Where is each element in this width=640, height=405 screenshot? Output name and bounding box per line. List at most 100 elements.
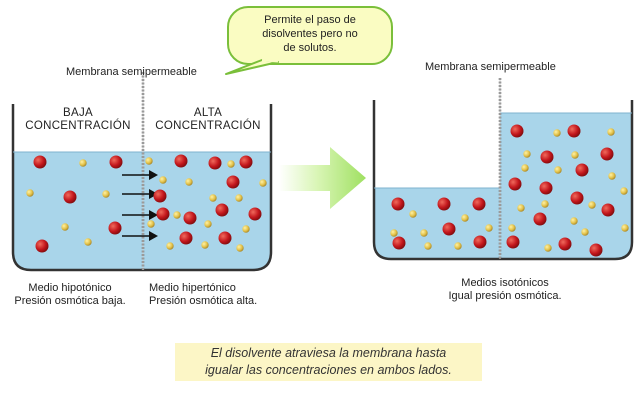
solute-particle bbox=[473, 235, 487, 249]
solvent-particle bbox=[227, 160, 235, 168]
solvent-particle bbox=[588, 201, 596, 209]
solvent-particle bbox=[173, 211, 181, 219]
footer-highlight bbox=[175, 343, 482, 381]
solute-particle bbox=[218, 231, 232, 245]
solute-particle bbox=[108, 221, 122, 235]
solute-particle bbox=[539, 181, 553, 195]
flow-arrow-head bbox=[149, 189, 158, 199]
solute-particle bbox=[510, 124, 524, 138]
solvent-particle bbox=[201, 241, 209, 249]
solvent-particle bbox=[521, 164, 529, 172]
bubble-text: Permite el paso de disolventes pero no d… bbox=[236, 13, 384, 55]
solute-particle bbox=[33, 155, 47, 169]
solvent-particle bbox=[147, 220, 155, 228]
solute-particle bbox=[437, 197, 451, 211]
solute-particle bbox=[392, 236, 406, 250]
solvent-particle bbox=[541, 200, 549, 208]
solvent-particle bbox=[620, 187, 628, 195]
solute-particle bbox=[442, 222, 456, 236]
solvent-particle bbox=[79, 159, 87, 167]
solute-particle bbox=[156, 207, 170, 221]
solvent-particle bbox=[581, 228, 589, 236]
solute-particle bbox=[600, 147, 614, 161]
hypertonic-line-2: Presión osmótica alta. bbox=[149, 295, 258, 307]
high-concentration-header: ALTA CONCENTRACIÓN bbox=[146, 107, 270, 133]
solvent-particle bbox=[571, 151, 579, 159]
solute-particle bbox=[540, 150, 554, 164]
solute-particle bbox=[183, 211, 197, 225]
solvent-particle bbox=[508, 224, 516, 232]
solute-particle bbox=[472, 197, 486, 211]
low-concentration-header: BAJA CONCENTRACIÓN bbox=[16, 107, 140, 133]
solute-particle bbox=[153, 189, 167, 203]
solvent-particle bbox=[61, 223, 69, 231]
particles bbox=[26, 124, 629, 257]
solute-particle bbox=[567, 124, 581, 138]
flow-arrow-head bbox=[149, 170, 158, 180]
solvent-particle bbox=[236, 244, 244, 252]
solvent-particle bbox=[523, 150, 531, 158]
solvent-particle bbox=[621, 224, 629, 232]
flow-arrow-head bbox=[149, 231, 158, 241]
solute-particle bbox=[179, 231, 193, 245]
hypotonic-line-2: Presión osmótica baja. bbox=[14, 295, 126, 307]
solvent-particle bbox=[235, 194, 243, 202]
solvent-particle bbox=[209, 194, 217, 202]
solute-particle bbox=[506, 235, 520, 249]
solute-particle bbox=[508, 177, 522, 191]
solute-particle bbox=[601, 203, 615, 217]
solvent-particle bbox=[420, 229, 428, 237]
left-membrane-label: Membrana semipermeable bbox=[66, 66, 197, 78]
solute-particle bbox=[239, 155, 253, 169]
isotonic-line-1: Medios isotónicos bbox=[461, 277, 549, 289]
solute-particle bbox=[215, 203, 229, 217]
solvent-particle bbox=[554, 166, 562, 174]
solvent-particle bbox=[607, 128, 615, 136]
right-membrane-label: Membrana semipermeable bbox=[425, 61, 556, 73]
right-beaker bbox=[372, 78, 634, 261]
solvent-particle bbox=[553, 129, 561, 137]
footer-line-1: El disolvente atraviesa la membrana hast… bbox=[210, 346, 447, 360]
solvent-particle bbox=[166, 242, 174, 250]
high-header-line-1: ALTA bbox=[193, 107, 223, 119]
bubble-line-1: Permite el paso de bbox=[264, 14, 356, 26]
bubble-line-3: de solutos. bbox=[283, 42, 337, 54]
isotonic-line-2: Igual presión osmótica. bbox=[448, 290, 562, 302]
high-header-line-2: CONCENTRACIÓN bbox=[155, 120, 261, 132]
footer-note: El disolvente atraviesa la membrana hast… bbox=[175, 345, 482, 379]
solute-particle bbox=[109, 155, 123, 169]
flow-arrows bbox=[122, 170, 158, 241]
solvent-particle bbox=[517, 204, 525, 212]
solvent-particle bbox=[145, 157, 153, 165]
solvent-particle bbox=[84, 238, 92, 246]
speech-bubble bbox=[225, 6, 393, 75]
isotonic-caption: Medios isotónicos Igual presión osmótica… bbox=[425, 277, 585, 303]
hypertonic-caption: Medio hipertónico Presión osmótica alta. bbox=[149, 282, 257, 308]
solute-particle bbox=[558, 237, 572, 251]
solvent-particle bbox=[259, 179, 267, 187]
solute-particle bbox=[570, 191, 584, 205]
solvent-particle bbox=[461, 214, 469, 222]
solute-particle bbox=[35, 239, 49, 253]
solute-particle bbox=[589, 243, 603, 257]
solvent-particle bbox=[544, 244, 552, 252]
solvent-particle bbox=[409, 210, 417, 218]
low-header-line-2: CONCENTRACIÓN bbox=[25, 120, 131, 132]
transition-arrow bbox=[279, 147, 366, 209]
solute-particle bbox=[226, 175, 240, 189]
solvent-particle bbox=[570, 217, 578, 225]
hypertonic-line-1: Medio hipertónico bbox=[149, 282, 236, 294]
flow-arrow-head bbox=[149, 210, 158, 220]
left-beaker bbox=[11, 72, 273, 272]
solvent-particle bbox=[26, 189, 34, 197]
solvent-particle bbox=[454, 242, 462, 250]
solute-particle bbox=[391, 197, 405, 211]
solvent-particle bbox=[159, 176, 167, 184]
solute-particle bbox=[63, 190, 77, 204]
footer-line-2: igualar las concentraciones en ambos lad… bbox=[205, 363, 452, 377]
solvent-particle bbox=[390, 229, 398, 237]
solvent-particle bbox=[424, 242, 432, 250]
solvent-particle bbox=[185, 178, 193, 186]
